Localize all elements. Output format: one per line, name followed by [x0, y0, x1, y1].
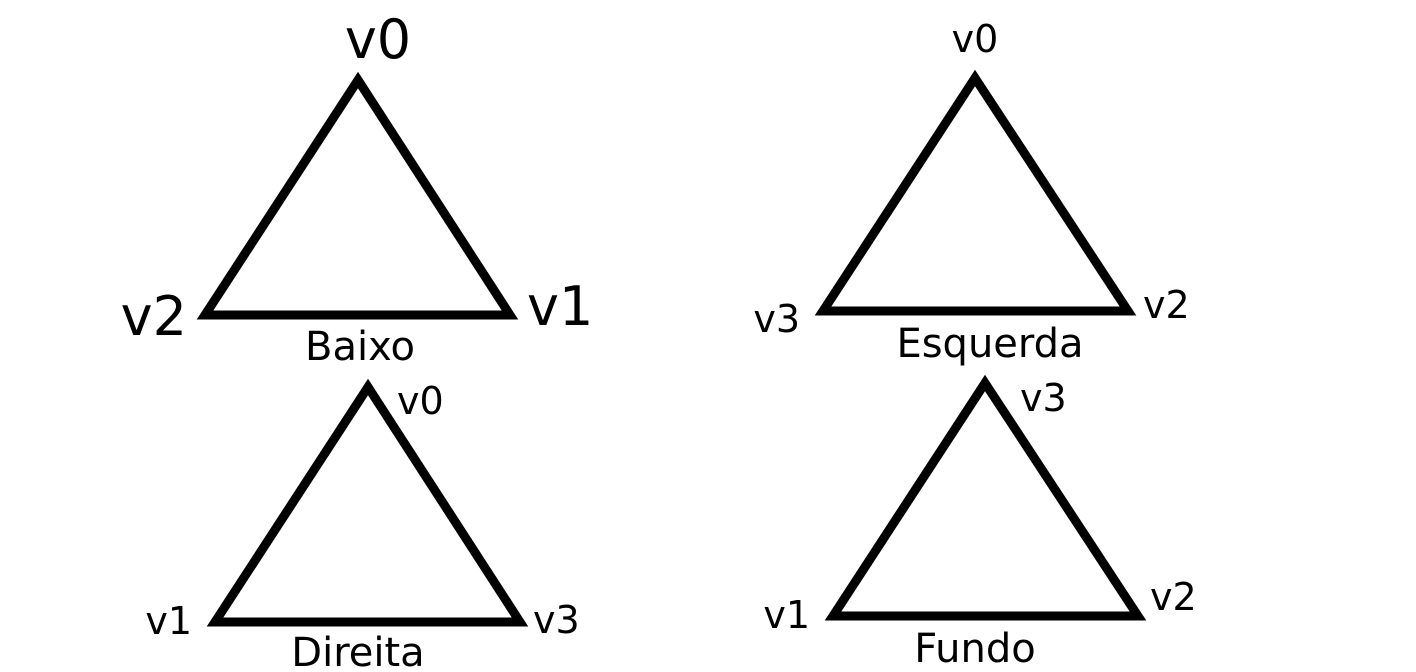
vertex-top-label: v0 [345, 8, 411, 71]
triangle-esquerda [814, 69, 1137, 316]
face-name-label: Esquerda [896, 321, 1083, 367]
triangle-baixo [196, 71, 519, 320]
vertex-right-label: v2 [1143, 283, 1190, 327]
triangle-direita [206, 378, 529, 627]
vertex-left-label: v2 [121, 285, 187, 348]
vertex-top-label: v3 [1020, 376, 1067, 420]
triangle-fundo [824, 374, 1147, 621]
vertex-left-label: v1 [145, 599, 192, 643]
face-fundo: v3 v2 v1 Fundo [763, 374, 1197, 672]
vertex-top-label: v0 [952, 17, 999, 61]
vertex-right-label: v2 [1150, 575, 1197, 619]
vertex-right-label: v3 [533, 598, 580, 642]
face-name-label: Baixo [305, 324, 415, 370]
face-name-label: Direita [291, 630, 424, 672]
face-direita: v0 v3 v1 Direita [145, 378, 580, 672]
vertex-top-label: v0 [397, 379, 444, 423]
face-name-label: Fundo [914, 626, 1035, 672]
vertex-left-label: v3 [753, 297, 800, 341]
vertex-right-label: v1 [527, 275, 593, 338]
vertex-left-label: v1 [763, 593, 810, 637]
face-baixo: v0 v1 v2 Baixo [121, 8, 594, 370]
face-esquerda: v0 v2 v3 Esquerda [753, 17, 1189, 367]
